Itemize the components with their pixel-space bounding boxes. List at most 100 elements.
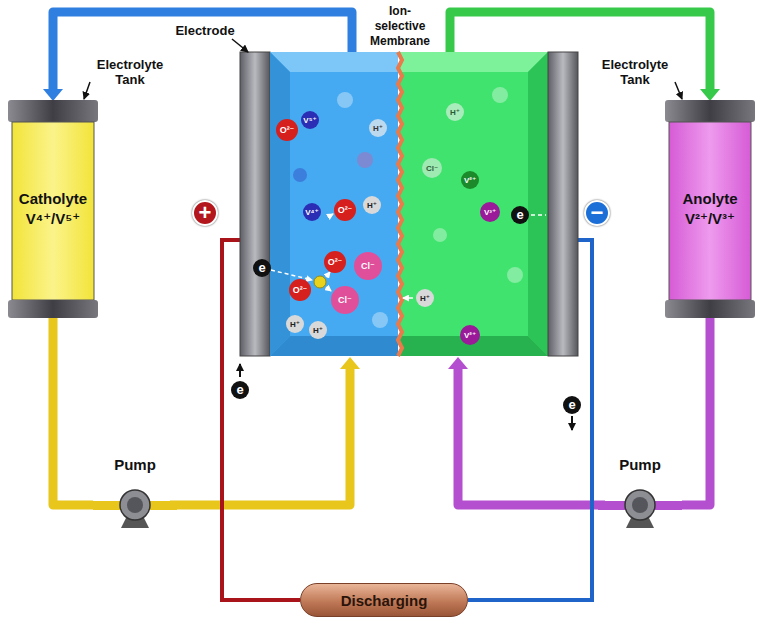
cell [400, 52, 548, 72]
reaction-arrows [271, 270, 312, 280]
background-ions [337, 92, 353, 108]
pump-symbol [93, 480, 177, 530]
anolyte-tank: AnolyteV²⁺/V³⁺ [665, 100, 755, 318]
background-ions [372, 312, 388, 328]
pump-symbol [120, 490, 150, 520]
wires [571, 416, 573, 430]
ion-particle: Cl⁻ [422, 158, 442, 178]
pipe-top [700, 89, 720, 101]
pump-symbol [625, 490, 655, 520]
electron-symbol: e [231, 381, 249, 399]
background-ions [507, 267, 523, 283]
negative-terminal: − [584, 200, 610, 226]
callout-label: Ion-selective Membrane [364, 4, 436, 49]
leader-lines [84, 82, 90, 99]
ion-particle: H⁺ [416, 289, 434, 307]
pipe-bottom [458, 368, 605, 505]
tank-shape [12, 122, 94, 300]
catholyte-tank: CatholyteV⁴⁺/V⁵⁺ [8, 100, 98, 318]
callout-label: Electrolyte Tank [599, 57, 671, 87]
ion-particle: V³⁺ [480, 202, 500, 222]
ion-particle: V²⁺ [461, 171, 479, 189]
reaction-arrows [314, 276, 326, 288]
pipe-bottom [170, 357, 605, 505]
leader-lines [232, 39, 248, 52]
pipe-bottom [448, 357, 468, 369]
cell [240, 52, 578, 356]
cell [270, 52, 290, 356]
tank-shape [669, 122, 751, 300]
cell [240, 52, 270, 356]
background-ions [293, 168, 307, 182]
cell [548, 52, 578, 356]
pump: Pump [93, 455, 177, 530]
ion-particle: V⁵⁺ [301, 111, 319, 129]
ion-particle: V²⁺ [460, 325, 480, 345]
background-ions [293, 87, 523, 328]
callout-label: Electrolyte Tank [94, 57, 166, 87]
ion-particle: H⁺ [446, 103, 464, 121]
ion-particle: H⁺ [369, 119, 387, 137]
reaction-arrows [326, 287, 331, 291]
callout-label: Electrode [175, 23, 234, 38]
pipe-bottom [170, 368, 350, 505]
reaction-arrows [403, 297, 413, 299]
node-label-group: Discharging [301, 584, 467, 616]
leader-lines [675, 82, 682, 99]
reaction-arrows [271, 214, 546, 298]
node-text: − [591, 202, 604, 224]
tank-shape [665, 100, 755, 318]
ion-particle: H⁺ [309, 321, 327, 339]
cell [528, 52, 548, 356]
tank-shape [8, 100, 98, 318]
node-text: Anolyte [682, 189, 737, 209]
pipe-connector [53, 318, 93, 505]
background-ions [433, 228, 447, 242]
background-ions [492, 87, 508, 103]
node-text: + [199, 202, 212, 224]
node-text: Discharging [341, 592, 428, 609]
cell [400, 52, 548, 356]
reaction-arrows [328, 214, 333, 217]
ion-particle: H⁺ [286, 315, 304, 333]
ion-particle: H⁺ [363, 196, 381, 214]
pump-symbol [127, 497, 143, 513]
electron-symbol: e [511, 206, 529, 224]
electron-symbol: e [253, 259, 271, 277]
node-label-group: AnolyteV²⁺/V³⁺ [665, 100, 755, 318]
positive-terminal: + [192, 200, 218, 226]
pipe-connector [682, 318, 710, 505]
ion-particle: V⁴⁺ [303, 203, 321, 221]
wires [239, 364, 241, 377]
node-label-group: Pump [93, 455, 177, 475]
ion-particle: O²⁻ [334, 199, 356, 221]
leader-lines [84, 39, 682, 99]
pump-symbol [598, 480, 682, 530]
pump-symbol [632, 497, 648, 513]
node-text: V²⁺/V³⁺ [685, 209, 735, 229]
node-text: Pump [93, 455, 177, 475]
background-ions [357, 152, 373, 168]
electron-symbol: e [563, 396, 581, 414]
node-label-group: CatholyteV⁴⁺/V⁵⁺ [8, 100, 98, 318]
node-text: V⁴⁺/V⁵⁺ [26, 209, 80, 229]
pump: Pump [598, 455, 682, 530]
node-label-group: Pump [598, 455, 682, 475]
node-text: Catholyte [19, 189, 87, 209]
ion-particle: O²⁻ [276, 119, 298, 141]
reaction-arrows [326, 272, 330, 277]
pipe-top [43, 89, 63, 101]
tank-shape [665, 100, 755, 122]
ion-particle: O²⁻ [324, 251, 346, 273]
cell [270, 52, 398, 72]
node-label-group: − [586, 202, 608, 224]
tank-shape [8, 300, 98, 318]
node-text: Pump [598, 455, 682, 475]
ion-particle: Cl⁻ [354, 252, 382, 280]
cell [270, 336, 398, 356]
ion-particle: Cl⁻ [331, 286, 359, 314]
node-label-group: + [194, 202, 216, 224]
